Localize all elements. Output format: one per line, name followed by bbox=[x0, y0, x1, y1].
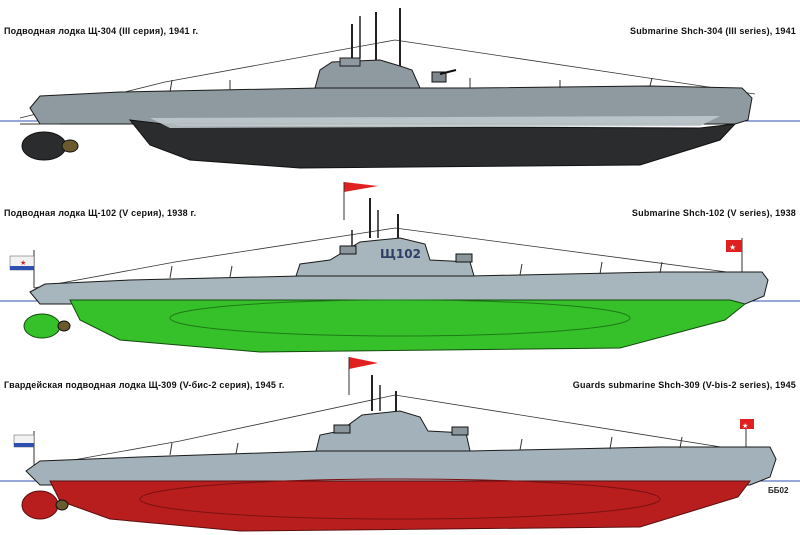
deck-gun bbox=[439, 69, 457, 75]
antenna-wire bbox=[33, 227, 743, 289]
stern-bulb bbox=[21, 490, 59, 520]
conning-tower bbox=[315, 410, 471, 452]
conning-tower bbox=[295, 237, 475, 277]
svg-text:★: ★ bbox=[729, 243, 736, 252]
caption-ru-sub2: Подводная лодка Щ-102 (V серия), 1938 г. bbox=[4, 208, 197, 218]
caption-ru-sub1: Подводная лодка Щ-304 (III серия), 1941 … bbox=[4, 26, 199, 36]
submarine-shch-304 bbox=[0, 8, 800, 169]
lower-hull bbox=[69, 299, 747, 353]
artist-signature: ББ02 bbox=[768, 486, 789, 495]
conning-tower bbox=[314, 59, 421, 89]
submarine-shch-102: ★ ★ Щ102 bbox=[0, 182, 800, 353]
upper-hull bbox=[29, 271, 769, 305]
propeller bbox=[55, 499, 69, 511]
deck-gun-fore bbox=[339, 245, 357, 255]
svg-text:★: ★ bbox=[20, 259, 26, 267]
stern-bulb bbox=[23, 313, 61, 339]
propeller bbox=[61, 139, 79, 153]
caption-en-sub3: Guards submarine Shch-309 (V-bis-2 serie… bbox=[572, 380, 796, 390]
submarine-shch-309: ★ bbox=[0, 357, 800, 532]
deck-gun-aft bbox=[451, 426, 469, 436]
pennant bbox=[349, 357, 378, 369]
deck-gun-aft bbox=[455, 253, 473, 263]
lower-hull bbox=[128, 119, 737, 169]
bow-jack bbox=[740, 419, 754, 429]
svg-text:★: ★ bbox=[742, 422, 748, 430]
caption-en-sub1: Submarine Shch-304 (III series), 1941 bbox=[630, 26, 796, 36]
deck-gun-fore bbox=[333, 424, 351, 434]
stern-bulb bbox=[21, 131, 67, 161]
bow-jack bbox=[726, 240, 742, 252]
propeller bbox=[57, 320, 71, 332]
antenna-wire bbox=[33, 394, 747, 468]
caption-ru-sub3: Гвардейская подводная лодка Щ-309 (V-бис… bbox=[4, 380, 285, 390]
hull-number: Щ102 bbox=[380, 247, 421, 261]
pennant bbox=[344, 182, 378, 192]
caption-en-sub2: Submarine Shch-102 (V series), 1938 bbox=[631, 208, 796, 218]
